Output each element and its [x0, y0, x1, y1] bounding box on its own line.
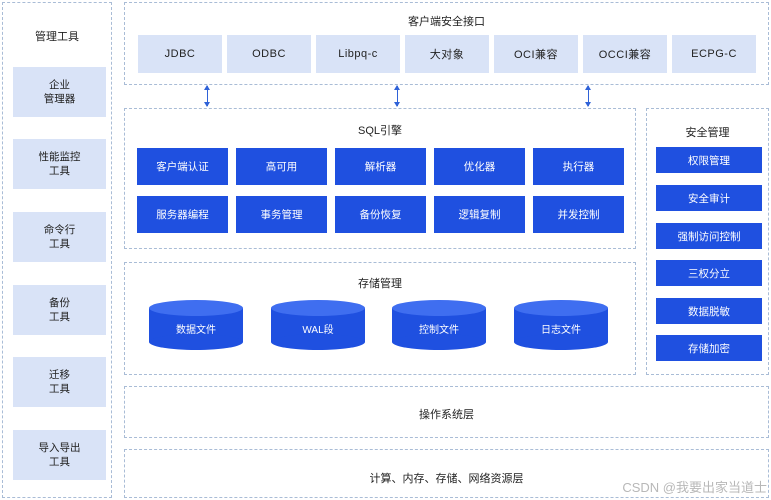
client-interface-title: 客户端安全接口 [408, 16, 485, 28]
management-tools-panel: 管理工具 企业 管理器 性能监控 工具 命令行 工具 备份 工具 迁移 工具 导… [2, 2, 112, 498]
storage-log-file: 日志文件 [514, 300, 608, 350]
watermark: CSDN @我要出家当道士 [622, 480, 767, 495]
resource-layer-label: 计算、内存、存储、网络资源层 [369, 473, 524, 485]
cylinder-icon [271, 300, 365, 350]
sql-high-availability: 高可用 [236, 148, 327, 185]
tool-backup: 备份 工具 [13, 285, 106, 335]
sql-concurrency-control: 并发控制 [533, 196, 624, 233]
sql-executor: 执行器 [533, 148, 624, 185]
iface-ecpg: ECPG-C [672, 35, 756, 73]
sec-mandatory-access: 强制访问控制 [656, 223, 762, 249]
sql-server-programming: 服务器编程 [137, 196, 228, 233]
security-title: 安全管理 [685, 127, 730, 139]
sql-engine-panel: SQL引擎 客户端认证 高可用 解析器 优化器 执行器 服务器编程 事务管理 备… [124, 108, 636, 249]
sql-backup-restore: 备份恢复 [335, 196, 426, 233]
storage-data-files: 数据文件 [149, 300, 243, 350]
sql-transaction-mgmt: 事务管理 [236, 196, 327, 233]
sec-data-masking: 数据脱敏 [656, 298, 762, 324]
tool-enterprise-manager: 企业 管理器 [13, 67, 106, 117]
connector-arrow-middle [394, 85, 400, 107]
storage-data-files-label: 数据文件 [176, 325, 216, 336]
iface-oci: OCI兼容 [494, 35, 578, 73]
tool-migration: 迁移 工具 [13, 357, 106, 407]
storage-log-file-label: 日志文件 [541, 325, 581, 336]
iface-large-object: 大对象 [405, 35, 489, 73]
cylinder-icon [149, 300, 243, 350]
sql-engine-title: SQL引擎 [357, 125, 402, 137]
tool-performance-monitor: 性能监控 工具 [13, 139, 106, 189]
storage-control-file: 控制文件 [392, 300, 486, 350]
management-tools-title: 管理工具 [35, 31, 79, 43]
sec-audit: 安全审计 [656, 185, 762, 211]
os-layer-label: 操作系统层 [419, 409, 474, 421]
security-panel: 安全管理 权限管理 安全审计 强制访问控制 三权分立 数据脱敏 存储加密 [646, 108, 769, 375]
sec-storage-encryption: 存储加密 [656, 335, 762, 361]
sql-client-auth: 客户端认证 [137, 148, 228, 185]
storage-title: 存储管理 [358, 278, 402, 290]
connector-arrow-left [204, 85, 210, 107]
resource-layer-panel: 计算、内存、存储、网络资源层 [124, 449, 769, 498]
iface-odbc: ODBC [227, 35, 311, 73]
tool-command-line: 命令行 工具 [13, 212, 106, 262]
sql-logical-replication: 逻辑复制 [434, 196, 525, 233]
sql-optimizer: 优化器 [434, 148, 525, 185]
connector-arrow-right [585, 85, 591, 107]
tool-import-export: 导入导出 工具 [13, 430, 106, 480]
cylinder-icon [392, 300, 486, 350]
client-interface-panel: 客户端安全接口 JDBC ODBC Libpq-c 大对象 OCI兼容 OCCI… [124, 2, 769, 85]
iface-occi: OCCI兼容 [583, 35, 667, 73]
sec-separation-of-powers: 三权分立 [656, 260, 762, 286]
os-layer-panel: 操作系统层 [124, 386, 769, 438]
storage-control-file-label: 控制文件 [419, 325, 459, 336]
sql-parser: 解析器 [335, 148, 426, 185]
iface-jdbc: JDBC [138, 35, 222, 73]
iface-libpq: Libpq-c [316, 35, 400, 73]
storage-wal-segment-label: WAL段 [302, 325, 334, 336]
cylinder-icon [514, 300, 608, 350]
storage-wal-segment: WAL段 [271, 300, 365, 350]
sec-permission-mgmt: 权限管理 [656, 147, 762, 173]
